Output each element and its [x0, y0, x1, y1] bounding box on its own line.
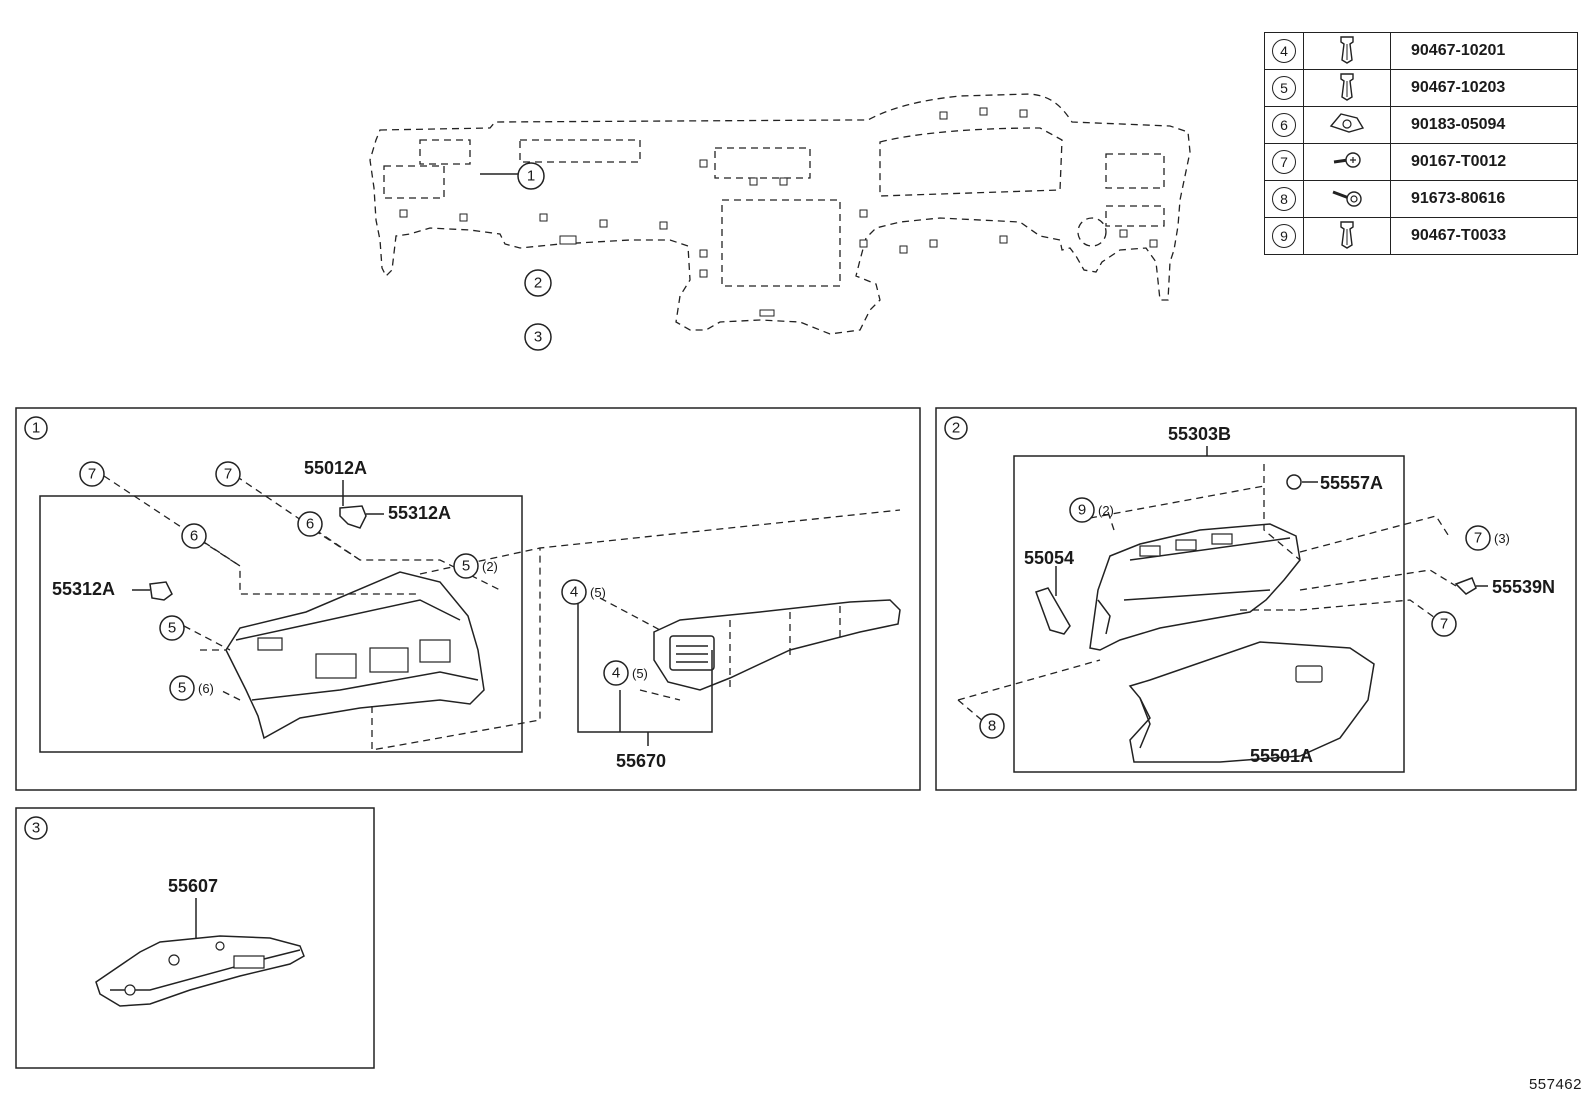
- clip-55539N: [1454, 577, 1477, 595]
- parts-table-index: 9: [1264, 217, 1304, 255]
- svg-text:2: 2: [952, 420, 960, 437]
- svg-text:2: 2: [534, 275, 542, 292]
- svg-text:5: 5: [178, 680, 186, 697]
- bumper-55557A: [1286, 474, 1302, 490]
- s1-qty-5b: (2): [482, 559, 498, 574]
- section-2-id: 2: [944, 416, 968, 440]
- screw-icon: [1303, 143, 1391, 181]
- s1-callout-7b: 7: [215, 461, 241, 487]
- label-55607: 55607: [168, 876, 218, 896]
- section-3-panel: 3 55607: [15, 807, 375, 1069]
- section-1-id: 1: [24, 416, 48, 440]
- s1-qty-4b: (5): [632, 666, 648, 681]
- s1-callout-4b: 4: [603, 660, 629, 686]
- svg-text:3: 3: [534, 329, 542, 346]
- svg-text:4: 4: [612, 665, 620, 682]
- parts-table-row: 7 90167-T0012: [1264, 143, 1578, 181]
- part-number: 90467-T0033: [1390, 217, 1578, 255]
- svg-text:7: 7: [224, 466, 232, 483]
- svg-text:1: 1: [32, 420, 40, 437]
- svg-text:6: 6: [306, 516, 314, 533]
- svg-text:8: 8: [988, 718, 996, 735]
- bolt-icon: [1303, 180, 1391, 218]
- index-circle: 4: [1272, 39, 1296, 63]
- label-55012A: 55012A: [304, 458, 367, 478]
- label-55557A: 55557A: [1320, 473, 1383, 493]
- s1-callout-5a: 5: [159, 615, 185, 641]
- parts-table-row: 8 91673-80616: [1264, 180, 1578, 218]
- parts-table-row: 4 90467-10201: [1264, 32, 1578, 70]
- overview-callouts: 1 2 3: [517, 162, 552, 351]
- svg-text:7: 7: [1474, 530, 1482, 547]
- clip-icon: [1303, 69, 1391, 107]
- svg-text:1: 1: [527, 168, 535, 185]
- index-circle: 9: [1272, 224, 1296, 248]
- s1-callout-4a: 4: [561, 579, 587, 605]
- part-number: 90467-10201: [1390, 32, 1578, 70]
- s2-callout-7b: 7: [1431, 611, 1457, 637]
- s1-qty-5c: (6): [198, 681, 214, 696]
- s1-qty-4a: (5): [590, 585, 606, 600]
- center-vent-duct: [653, 599, 901, 691]
- section-1-panel: 1: [15, 407, 921, 791]
- overview-callout-3: 3: [524, 323, 552, 351]
- s2-callout-8: 8: [979, 713, 1005, 739]
- glovebox-door: [1128, 641, 1375, 763]
- under-cover-55607: [95, 935, 305, 1007]
- s1-callout-5b: 5: [453, 553, 479, 579]
- instrument-panel-overview: [369, 93, 1191, 335]
- damper-55054: [1035, 587, 1071, 635]
- svg-text:7: 7: [1440, 616, 1448, 633]
- svg-text:6: 6: [190, 528, 198, 545]
- diagram-number: 557462: [1528, 1076, 1582, 1093]
- label-55670: 55670: [616, 751, 666, 771]
- s2-callout-9: 9: [1069, 497, 1095, 523]
- parts-table-index: 4: [1264, 32, 1304, 70]
- part-number: 90167-T0012: [1390, 143, 1578, 181]
- label-55501A: 55501A: [1250, 746, 1313, 766]
- index-circle: 5: [1272, 76, 1296, 100]
- svg-text:3: 3: [32, 820, 40, 837]
- svg-text:4: 4: [570, 584, 578, 601]
- clip-55012A: [339, 505, 367, 529]
- overview-callout-2: 2: [524, 269, 552, 297]
- index-circle: 7: [1272, 150, 1296, 174]
- s1-callout-5c: 5: [169, 675, 195, 701]
- label-55312A-left: 55312A: [52, 579, 115, 599]
- overview-callout-1: 1: [517, 162, 545, 190]
- section-1-subassembly-box: [39, 495, 523, 753]
- section-2-subassembly-box: [1013, 455, 1405, 773]
- parts-table-row: 9 90467-T0033: [1264, 217, 1578, 255]
- label-55312A-right: 55312A: [388, 503, 451, 523]
- index-circle: 8: [1272, 187, 1296, 211]
- parts-table-index: 6: [1264, 106, 1304, 144]
- s1-callout-7a: 7: [79, 461, 105, 487]
- clip-icon: [1303, 217, 1391, 255]
- s2-qty-7a: (3): [1494, 531, 1510, 546]
- parts-table-index: 8: [1264, 180, 1304, 218]
- s2-qty-9: (2): [1098, 503, 1114, 518]
- parts-table-index: 7: [1264, 143, 1304, 181]
- part-number: 91673-80616: [1390, 180, 1578, 218]
- svg-text:9: 9: [1078, 502, 1086, 519]
- svg-text:5: 5: [462, 558, 470, 575]
- clip-icon: [1303, 32, 1391, 70]
- s2-callout-7a: 7: [1465, 525, 1491, 551]
- s1-callout-6b: 6: [297, 511, 323, 537]
- section-2-panel: 2 9 7: [935, 407, 1577, 791]
- section-3-id: 3: [24, 816, 48, 840]
- parts-table-index: 5: [1264, 69, 1304, 107]
- svg-text:7: 7: [88, 466, 96, 483]
- nut-icon: [1303, 106, 1391, 144]
- clip-55312A-left: [149, 581, 173, 601]
- label-55303B: 55303B: [1168, 424, 1231, 444]
- label-55054: 55054: [1024, 548, 1074, 568]
- index-circle: 6: [1272, 113, 1296, 137]
- svg-text:5: 5: [168, 620, 176, 637]
- label-55539N: 55539N: [1492, 577, 1555, 597]
- s1-callout-6a: 6: [181, 523, 207, 549]
